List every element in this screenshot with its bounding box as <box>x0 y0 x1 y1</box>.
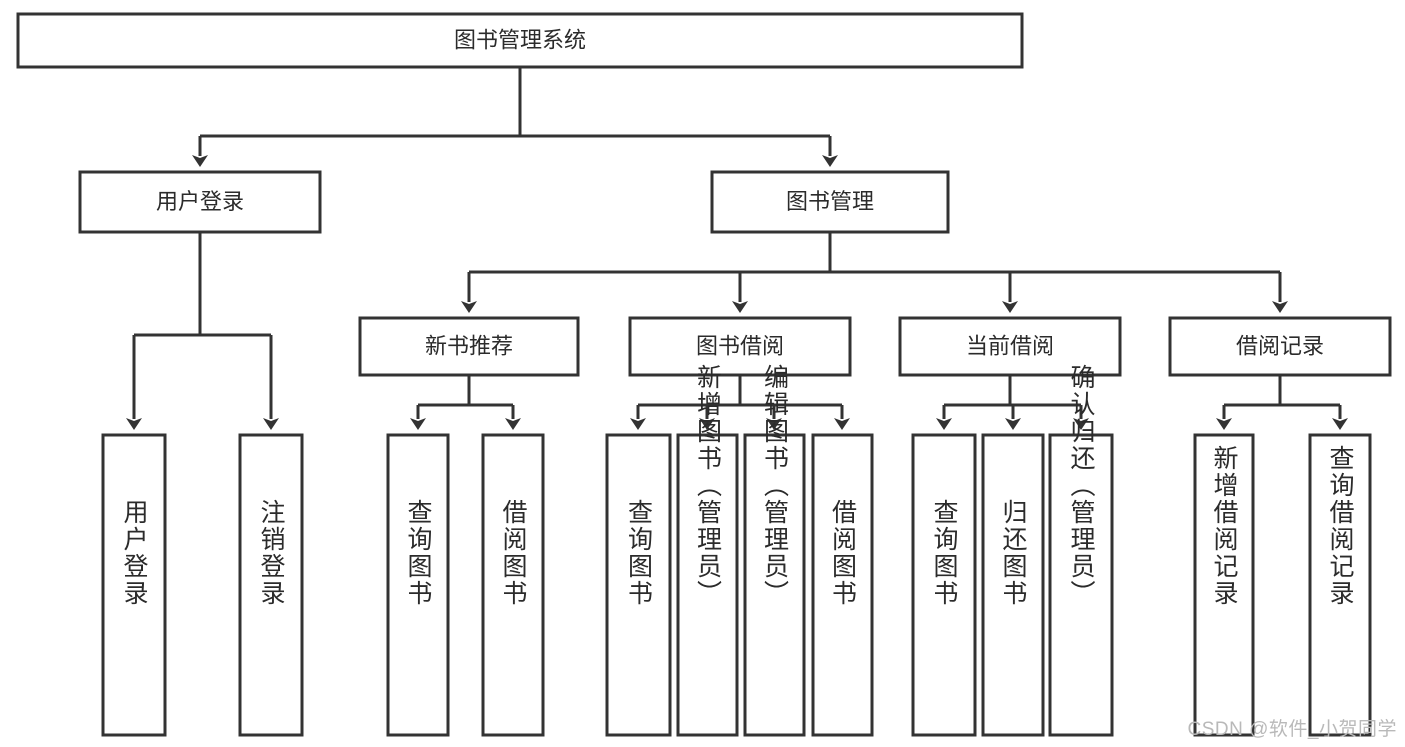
node-leaf-注销登录[interactable]: 注销登录 <box>238 433 304 737</box>
node-box <box>101 433 167 737</box>
node-leaf-用户登录[interactable]: 用户登录 <box>101 433 167 737</box>
node-leaf-查询图书[interactable]: 查询图书 <box>386 433 450 737</box>
node-label: 归还图书 <box>999 499 1028 607</box>
node-label: 新书推荐 <box>425 333 513 358</box>
node-label: 借阅记录 <box>1236 333 1324 358</box>
node-box <box>16 12 1024 69</box>
node-leaf-查询图书[interactable]: 查询图书 <box>605 433 672 737</box>
node-level3-新书推荐[interactable]: 新书推荐 <box>358 316 580 377</box>
node-box <box>78 170 322 234</box>
node-level2-图书管理[interactable]: 图书管理 <box>710 170 950 234</box>
connector-layer <box>126 67 1348 430</box>
node-box <box>386 433 450 737</box>
node-label: 借阅图书 <box>499 499 528 607</box>
node-label: 当前借阅 <box>966 333 1054 358</box>
node-level3-当前借阅[interactable]: 当前借阅 <box>898 316 1122 377</box>
node-root-图书管理系统[interactable]: 图书管理系统 <box>16 12 1024 69</box>
node-label: 编辑图书（管理员） <box>761 364 790 607</box>
node-box <box>1168 316 1392 377</box>
node-box <box>898 316 1122 377</box>
node-level3-借阅记录[interactable]: 借阅记录 <box>1168 316 1392 377</box>
node-box <box>710 170 950 234</box>
node-label: 图书借阅 <box>696 333 784 358</box>
node-label: 新增借阅记录 <box>1210 445 1239 607</box>
node-box <box>1308 433 1372 737</box>
node-box <box>605 433 672 737</box>
node-box <box>358 316 580 377</box>
node-level2-用户登录[interactable]: 用户登录 <box>78 170 322 234</box>
node-level3-图书借阅[interactable]: 图书借阅 <box>628 316 852 377</box>
node-label: 用户登录 <box>156 189 244 214</box>
node-box <box>1048 433 1114 737</box>
node-label: 新增图书（管理员） <box>694 364 723 607</box>
node-label: 注销登录 <box>257 499 286 607</box>
node-label: 用户登录 <box>120 499 149 607</box>
node-box <box>238 433 304 737</box>
node-leaf-新增图书管理员[interactable]: 新增图书（管理员） <box>676 364 739 737</box>
node-label: 图书管理系统 <box>454 27 586 52</box>
node-box <box>628 316 852 377</box>
node-leaf-借阅图书[interactable]: 借阅图书 <box>481 433 545 737</box>
node-box <box>1193 433 1255 737</box>
node-leaf-归还图书[interactable]: 归还图书 <box>981 433 1045 737</box>
node-leaf-编辑图书管理员[interactable]: 编辑图书（管理员） <box>743 364 806 737</box>
node-leaf-新增借阅记录[interactable]: 新增借阅记录 <box>1193 433 1255 737</box>
node-leaf-确认归还管理员[interactable]: 确认归还（管理员） <box>1048 364 1114 737</box>
node-label: 查询图书 <box>930 499 959 607</box>
node-leaf-查询借阅记录[interactable]: 查询借阅记录 <box>1308 433 1372 737</box>
node-box <box>676 433 739 737</box>
node-leaf-查询图书[interactable]: 查询图书 <box>911 433 977 737</box>
node-box <box>481 433 545 737</box>
node-leaf-借阅图书[interactable]: 借阅图书 <box>811 433 874 737</box>
node-label: 确认归还（管理员） <box>1067 364 1096 607</box>
node-box <box>811 433 874 737</box>
node-label: 借阅图书 <box>829 499 858 607</box>
node-layer: 图书管理系统用户登录图书管理新书推荐图书借阅当前借阅借阅记录用户登录注销登录查询… <box>16 12 1392 737</box>
node-box <box>911 433 977 737</box>
node-label: 查询图书 <box>625 499 654 607</box>
node-label: 图书管理 <box>786 189 874 214</box>
node-box <box>743 433 806 737</box>
node-label: 查询图书 <box>404 499 433 607</box>
node-label: 查询借阅记录 <box>1326 445 1355 607</box>
node-box <box>981 433 1045 737</box>
